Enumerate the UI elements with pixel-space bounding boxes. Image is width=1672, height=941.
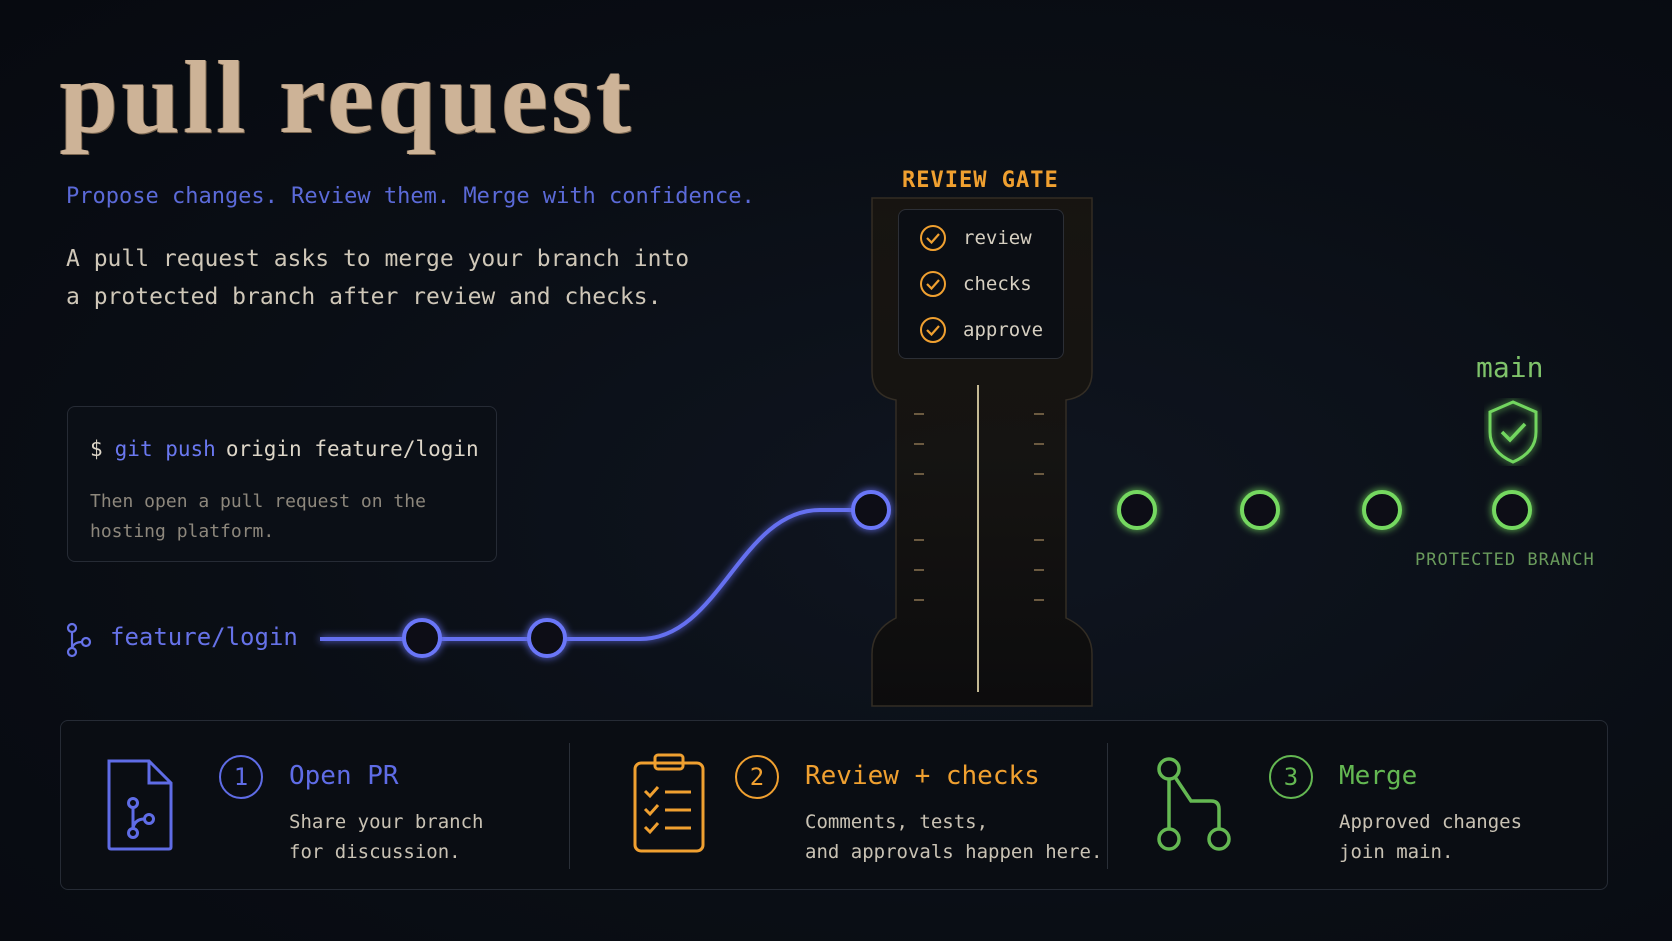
command-name: git push: [114, 437, 216, 461]
gate-item-label: checks: [963, 273, 1032, 295]
step-number: 1: [219, 755, 263, 799]
step-description-line: and approvals happen here.: [805, 841, 1103, 863]
gate-item-label: approve: [963, 319, 1044, 341]
main-commit-node: [1362, 490, 1402, 530]
gate-item-approve: approve: [919, 316, 1043, 344]
feature-commit-node: [402, 618, 442, 658]
main-branch-label: main: [1476, 351, 1544, 384]
step-description: Approved changes join main.: [1339, 807, 1522, 867]
gate-item-review: review: [919, 224, 1032, 252]
review-gate-title: REVIEW GATE: [902, 168, 1059, 193]
feature-commit-node: [851, 490, 891, 530]
subtitle: Propose changes. Review them. Merge with…: [66, 184, 755, 209]
step-description: Share your branch for discussion.: [289, 807, 483, 867]
steps-panel: 1 Open PR Share your branch for discussi…: [60, 720, 1608, 890]
gate-item-label: review: [963, 227, 1032, 249]
description-line: A pull request asks to merge your branch…: [66, 246, 690, 272]
file-branch-icon: [107, 759, 173, 851]
gate-ticks: [914, 413, 1044, 601]
shield-check-icon: [1488, 400, 1538, 464]
gate-item-checks: checks: [919, 270, 1032, 298]
description: A pull request asks to merge your branch…: [66, 240, 746, 316]
main-commit-node: [1240, 490, 1280, 530]
branch-icon: [66, 622, 92, 658]
step-title: Open PR: [289, 761, 399, 791]
step-number: 2: [735, 755, 779, 799]
step-description-line: Comments, tests,: [805, 811, 989, 833]
command-prompt: $: [90, 437, 103, 461]
merge-icon: [1157, 757, 1231, 851]
feature-commit-node: [527, 618, 567, 658]
command-line: $ git push origin feature/login: [90, 437, 479, 461]
step-review-checks: 2 Review + checks Comments, tests, and a…: [569, 721, 1107, 891]
step-description-line: for discussion.: [289, 841, 461, 863]
feature-branch-line: [320, 508, 872, 641]
protected-branch-label: PROTECTED BRANCH: [1415, 550, 1595, 570]
command-note: Then open a pull request on the hosting …: [90, 491, 426, 542]
main-commit-node: [1492, 490, 1532, 530]
step-merge: 3 Merge Approved changes join main.: [1107, 721, 1607, 891]
step-title: Review + checks: [805, 761, 1040, 791]
clipboard-checklist-icon: [633, 753, 705, 853]
command-args: origin feature/login: [225, 437, 479, 461]
steps-divider: [569, 743, 570, 869]
step-description: Comments, tests, and approvals happen he…: [805, 807, 1102, 867]
main-commits: [1117, 490, 1532, 530]
step-number: 3: [1269, 755, 1313, 799]
steps-divider: [1107, 743, 1108, 869]
feature-branch-label: feature/login: [110, 623, 298, 651]
check-circle-icon: [920, 271, 946, 297]
review-gate-checklist: review checks approve: [898, 209, 1064, 359]
step-description-line: join main.: [1339, 841, 1454, 863]
command-box: $ git push origin feature/login Then open …: [67, 406, 497, 562]
step-title: Merge: [1339, 761, 1418, 791]
check-circle-icon: [920, 317, 946, 343]
check-circle-icon: [920, 225, 946, 251]
step-open-pr: 1 Open PR Share your branch for discussi…: [61, 721, 569, 891]
page-title: pull request: [60, 40, 635, 155]
feature-commits: [402, 490, 891, 658]
main-commit-node: [1117, 490, 1157, 530]
step-description-line: Share your branch: [289, 811, 484, 833]
step-description-line: Approved changes: [1339, 811, 1523, 833]
description-line: a protected branch after review and chec…: [66, 284, 662, 310]
